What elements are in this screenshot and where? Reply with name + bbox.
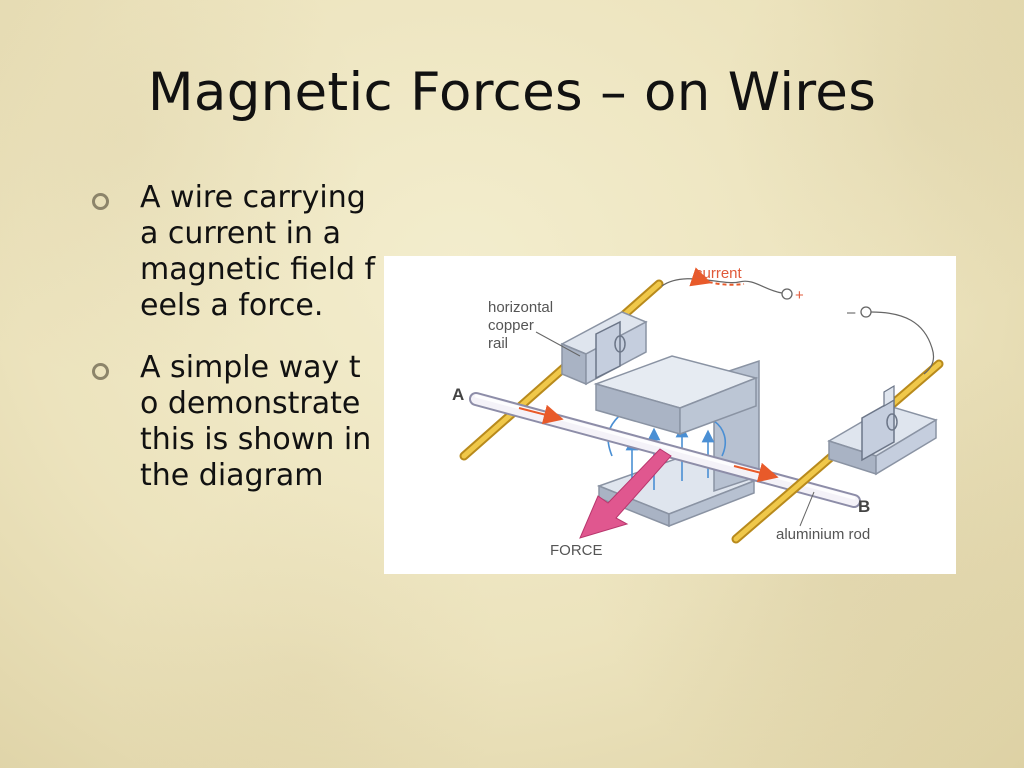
bullet-item: A simple way to demonstrate this is show… [88,350,378,494]
circle-bullet-icon [92,363,109,380]
minus-label: – [847,304,856,321]
motor-effect-diagram: current + – horizontal copper rail A B a… [384,256,956,574]
supply-wire-negative [870,311,935,375]
rail-label-line-2: copper [488,317,534,334]
rail-support-left [560,311,648,386]
rail-label-line-3: rail [488,335,508,352]
magnet-upper-pole [593,355,759,436]
end-b-label: B [858,497,870,516]
bullet-item: A wire carrying a current in a magnetic … [88,180,378,324]
diagram-svg: current + – horizontal copper rail A B a… [452,265,944,559]
rod-label: aluminium rod [776,526,870,543]
rail-support-right [827,384,938,476]
bullet-list: A wire carrying a current in a magnetic … [88,180,378,520]
positive-terminal-icon [781,288,793,300]
bullet-text: A simple way to demonstrate this is show… [140,350,372,493]
bullet-text: A wire carrying a current in a magnetic … [140,180,376,323]
rail-label-line-1: horizontal [488,299,553,316]
slide-title: Magnetic Forces – on Wires [147,62,877,123]
force-label: FORCE [550,542,603,559]
plus-label: + [795,287,804,304]
current-direction-arrows [518,404,779,483]
negative-terminal-icon [860,306,872,318]
end-a-label: A [452,385,464,404]
circle-bullet-icon [92,193,109,210]
current-label: current [695,265,743,282]
supply-wire-positive [661,278,783,294]
force-arrow [579,448,672,539]
